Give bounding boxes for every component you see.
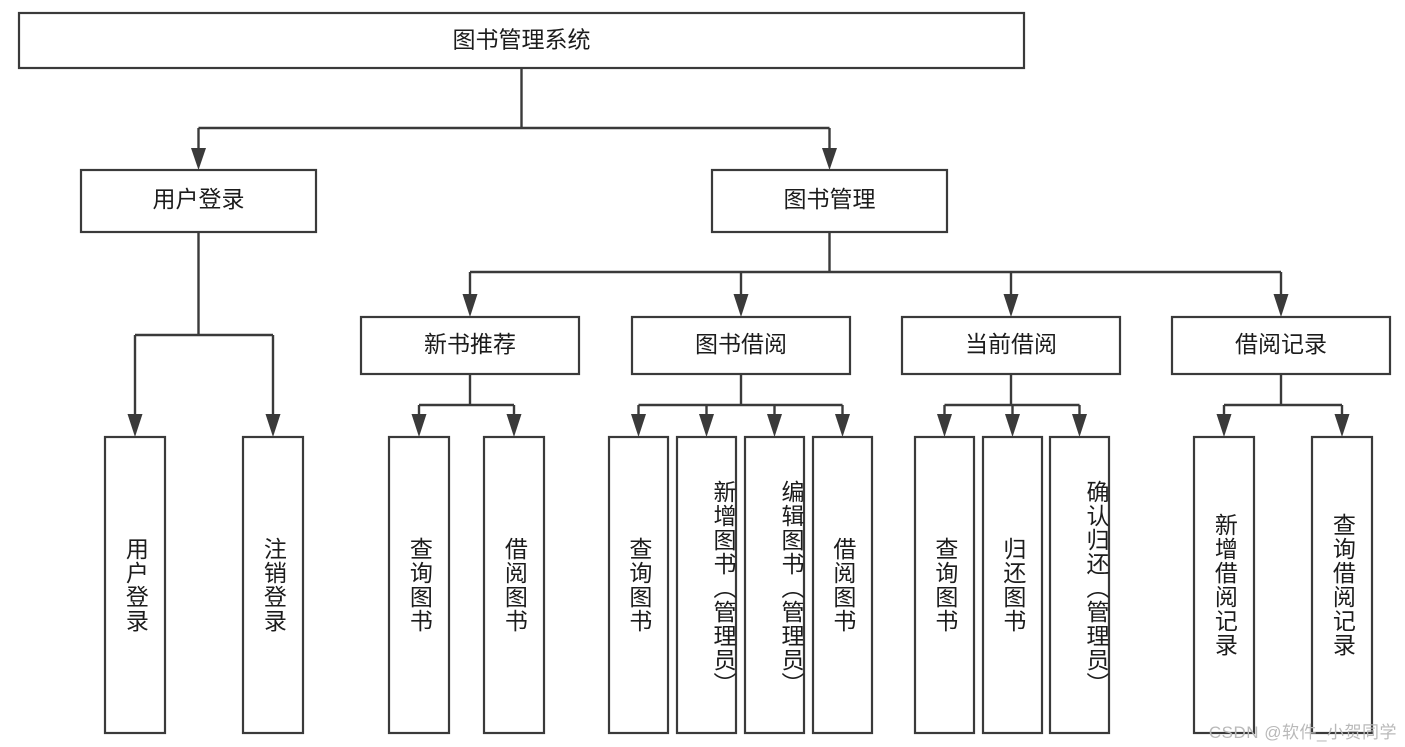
node-box-leaf-cb-return-book[interactable] bbox=[981, 435, 1044, 735]
arrowhead-br-add-record bbox=[1216, 414, 1232, 437]
arrowhead-nbr-borrow-book bbox=[506, 414, 522, 437]
node-box-leaf-cb-query-book[interactable] bbox=[913, 435, 976, 735]
arrowhead-bb-query-book bbox=[631, 414, 646, 437]
node-box-leaf-user-login[interactable] bbox=[103, 435, 167, 735]
node-box-root[interactable] bbox=[17, 11, 1026, 70]
arrowhead-leaf-logout bbox=[265, 414, 281, 437]
arrowhead-bb-borrow-book bbox=[835, 414, 850, 437]
node-box-leaf-nbr-borrow-book[interactable] bbox=[482, 435, 546, 735]
connector-group-book-manage bbox=[462, 232, 1289, 317]
node-box-leaf-bb-query-book[interactable] bbox=[607, 435, 670, 735]
arrowhead-current-borrow bbox=[1003, 294, 1019, 317]
arrowhead-bb-edit-book bbox=[767, 414, 782, 437]
node-box-leaf-nbr-query-book[interactable] bbox=[387, 435, 451, 735]
arrowhead-br-query-record bbox=[1334, 414, 1350, 437]
connector-group-current-borrow bbox=[937, 374, 1087, 437]
arrowhead-nbr-query-book bbox=[411, 414, 427, 437]
node-box-book-borrow[interactable] bbox=[630, 315, 852, 376]
connector-group-root bbox=[191, 68, 837, 170]
node-box-new-book-recommend[interactable] bbox=[359, 315, 581, 376]
node-label-new-book-recommend: 新书推荐 bbox=[424, 331, 516, 357]
node-box-leaf-bb-edit-book[interactable] bbox=[743, 435, 806, 735]
arrowhead-leaf-user-login bbox=[127, 414, 143, 437]
node-box-leaf-bb-add-book[interactable] bbox=[675, 435, 738, 735]
node-box-leaf-br-query-record[interactable] bbox=[1310, 435, 1374, 735]
connector-group-borrow-record bbox=[1216, 374, 1350, 437]
node-label-book-manage: 图书管理 bbox=[784, 186, 876, 212]
node-box-leaf-logout[interactable] bbox=[241, 435, 305, 735]
csdn-watermark: CSDN @软件_小贺同学 bbox=[1208, 723, 1397, 742]
arrowhead-cb-query-book bbox=[937, 414, 952, 437]
arrowhead-user-login bbox=[191, 148, 206, 170]
node-label-current-borrow: 当前借阅 bbox=[965, 331, 1057, 357]
node-box-leaf-bb-borrow-book[interactable] bbox=[811, 435, 874, 735]
arrowhead-book-manage bbox=[822, 148, 837, 170]
node-box-leaf-cb-confirm-return[interactable] bbox=[1048, 435, 1111, 735]
node-label-user-login: 用户登录 bbox=[153, 186, 245, 212]
arrowhead-new-book-rec bbox=[462, 294, 478, 317]
node-box-current-borrow[interactable] bbox=[900, 315, 1122, 376]
connector-group-user-login bbox=[127, 232, 281, 437]
node-box-borrow-record[interactable] bbox=[1170, 315, 1392, 376]
node-box-user-login[interactable] bbox=[79, 168, 318, 234]
node-label-book-borrow: 图书借阅 bbox=[695, 331, 787, 357]
arrowhead-bb-add-book bbox=[699, 414, 714, 437]
arrowhead-cb-return-book bbox=[1005, 414, 1020, 437]
arrowhead-book-borrow bbox=[733, 294, 749, 317]
node-label-root: 图书管理系统 bbox=[453, 27, 591, 53]
connector-group-new-book-rec bbox=[411, 374, 522, 437]
node-label-borrow-record: 借阅记录 bbox=[1235, 331, 1327, 357]
node-box-leaf-br-add-record[interactable] bbox=[1192, 435, 1256, 735]
connector-group-book-borrow bbox=[631, 374, 850, 437]
node-box-book-manage[interactable] bbox=[710, 168, 949, 234]
arrowhead-borrow-record bbox=[1273, 294, 1289, 317]
arrowhead-cb-confirm-return bbox=[1072, 414, 1087, 437]
